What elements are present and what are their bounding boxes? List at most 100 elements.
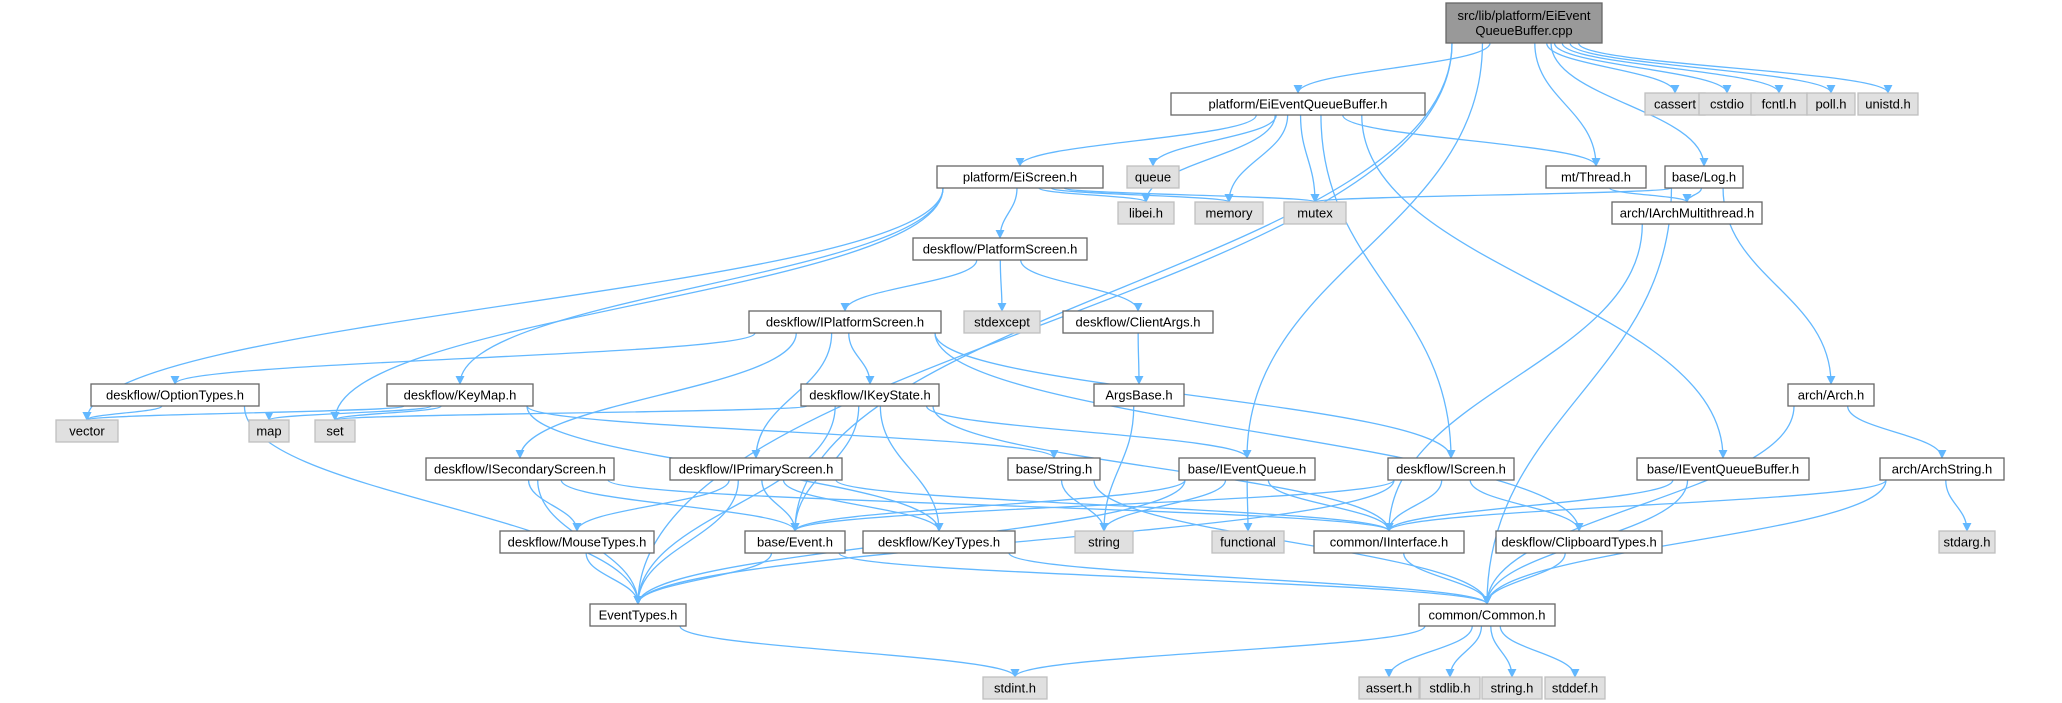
edge-iscreen-to-eventtypes [633, 479, 1395, 605]
edge-common-to-stringh [1490, 625, 1517, 678]
node-isecscr[interactable]: deskflow/ISecondaryScreen.h [425, 457, 615, 481]
node-label: arch/IArchMultithread.h [1620, 206, 1754, 221]
node-box [1194, 201, 1264, 225]
edge-iinterface-to-common [1403, 552, 1492, 605]
node-arch[interactable]: arch/Arch.h [1787, 383, 1875, 407]
edge-iarchmt-to-iinterface [1384, 223, 1643, 532]
edge-iplatscr-to-iscreen [934, 332, 1456, 459]
edge-iscreen-to-iinterface [1384, 479, 1443, 532]
edge-common-to-stdint [1010, 625, 1426, 678]
node-label: deskflow/ClientArgs.h [1076, 315, 1201, 330]
node-box [499, 530, 655, 554]
node-label: mt/Thread.h [1561, 170, 1631, 185]
node-set: set [314, 419, 356, 443]
node-box [1093, 383, 1185, 407]
node-box [748, 310, 942, 334]
node-label: deskflow/MouseTypes.h [508, 535, 647, 550]
node-label: arch/ArchString.h [1892, 462, 1992, 477]
node-keymap[interactable]: deskflow/KeyMap.h [386, 383, 534, 407]
node-stddef: stddef.h [1544, 676, 1606, 700]
node-label: stddef.h [1552, 681, 1598, 696]
node-ikeystate[interactable]: deskflow/IKeyState.h [800, 383, 940, 407]
node-label: QueueBuffer.cpp [1475, 23, 1572, 38]
node-label: memory [1206, 206, 1253, 221]
edge-platscr-to-clientargs [1020, 259, 1143, 312]
node-cstdio: cstdio [1698, 92, 1756, 116]
node-box [1313, 530, 1465, 554]
edge-root-to-log [1550, 42, 1709, 167]
node-clientargs[interactable]: deskflow/ClientArgs.h [1062, 310, 1214, 334]
node-stdint: stdint.h [982, 676, 1048, 700]
node-eventtypes[interactable]: EventTypes.h [589, 603, 687, 627]
edge-peqb-to-mutex [1299, 114, 1320, 203]
edge-platscr-to-iplatscr [840, 259, 978, 312]
node-cliptypes[interactable]: deskflow/ClipboardTypes.h [1495, 530, 1663, 554]
node-opttypes[interactable]: deskflow/OptionTypes.h [90, 383, 260, 407]
edge-root-to-thread [1534, 42, 1601, 167]
edge-peqb-to-ieqb [1361, 114, 1728, 459]
edge-archstring-to-common [1482, 479, 1887, 605]
node-label: set [326, 424, 344, 439]
node-box [386, 383, 534, 407]
edge-iplatscr-to-iprimscr [751, 332, 833, 459]
edge-root-to-ieventqueue [1242, 42, 1484, 459]
node-stdarg: stdarg.h [1938, 530, 1996, 554]
node-argsbase[interactable]: ArgsBase.h [1093, 383, 1185, 407]
node-keytypes[interactable]: deskflow/KeyTypes.h [862, 530, 1016, 554]
node-asserth: assert.h [1358, 676, 1420, 700]
node-thread[interactable]: mt/Thread.h [1545, 165, 1647, 189]
edge-arch-to-archstring [1847, 405, 1947, 459]
node-queue: queue [1126, 165, 1180, 189]
node-platscr[interactable]: deskflow/PlatformScreen.h [912, 237, 1088, 261]
node-label: queue [1135, 170, 1171, 185]
node-unistd: unistd.h [1857, 92, 1919, 116]
node-box [744, 530, 846, 554]
node-poll: poll.h [1806, 92, 1856, 116]
node-iprimscr[interactable]: deskflow/IPrimaryScreen.h [669, 457, 843, 481]
edge-iplatscr-to-cliptypes [934, 332, 1584, 532]
edge-ikeystate-to-iinterface [932, 405, 1394, 532]
node-label: string.h [1491, 681, 1534, 696]
node-log[interactable]: base/Log.h [1664, 165, 1744, 189]
edge-ikeystate-to-ieventqueue [925, 405, 1252, 459]
node-common[interactable]: common/Common.h [1418, 603, 1556, 627]
node-bstring[interactable]: base/String.h [1007, 457, 1101, 481]
node-label: libei.h [1129, 206, 1163, 221]
node-box [1611, 201, 1763, 225]
node-label: base/IEventQueue.h [1188, 462, 1307, 477]
edge-peqb-to-iscreen [1320, 114, 1456, 459]
edge-ieventqueue-to-string [1099, 479, 1227, 532]
node-box [1445, 2, 1603, 44]
edge-eiscreen-to-libei [1038, 187, 1151, 203]
node-eiscreen[interactable]: platform/EiScreen.h [936, 165, 1104, 189]
node-archstring[interactable]: arch/ArchString.h [1879, 457, 2005, 481]
edge-peqb-to-eiscreen [1015, 114, 1257, 167]
node-mousetypes[interactable]: deskflow/MouseTypes.h [499, 530, 655, 554]
node-event[interactable]: base/Event.h [744, 530, 846, 554]
edge-eiscreen-to-vector [82, 187, 944, 421]
edge-ikeystate-to-set [331, 405, 808, 421]
node-iarchmt[interactable]: arch/IArchMultithread.h [1611, 201, 1763, 225]
edge-archstring-to-stdarg [1945, 479, 1972, 532]
node-iplatscr[interactable]: deskflow/IPlatformScreen.h [748, 310, 942, 334]
node-box [55, 419, 119, 443]
node-label: EventTypes.h [599, 608, 678, 623]
node-ieqb[interactable]: base/IEventQueueBuffer.h [1636, 457, 1810, 481]
node-vector: vector [55, 419, 119, 443]
node-box [936, 165, 1104, 189]
node-box [800, 383, 940, 407]
node-iinterface[interactable]: common/IInterface.h [1313, 530, 1465, 554]
edge-event-to-common [838, 552, 1492, 605]
node-stdexcept: stdexcept [963, 310, 1041, 334]
node-peqb[interactable]: platform/EiEventQueueBuffer.h [1170, 92, 1426, 116]
edge-root-to-fcntl [1561, 42, 1784, 94]
node-root[interactable]: src/lib/platform/EiEventQueueBuffer.cpp [1445, 2, 1603, 44]
node-label: common/IInterface.h [1330, 535, 1449, 550]
edge-argsbase-to-string [1099, 405, 1135, 532]
edge-root-to-cassert [1546, 42, 1680, 94]
node-iscreen[interactable]: deskflow/IScreen.h [1387, 457, 1515, 481]
node-box [1283, 201, 1347, 225]
node-label: deskflow/PlatformScreen.h [923, 242, 1078, 257]
node-box [862, 530, 1016, 554]
node-ieventqueue[interactable]: base/IEventQueue.h [1178, 457, 1316, 481]
